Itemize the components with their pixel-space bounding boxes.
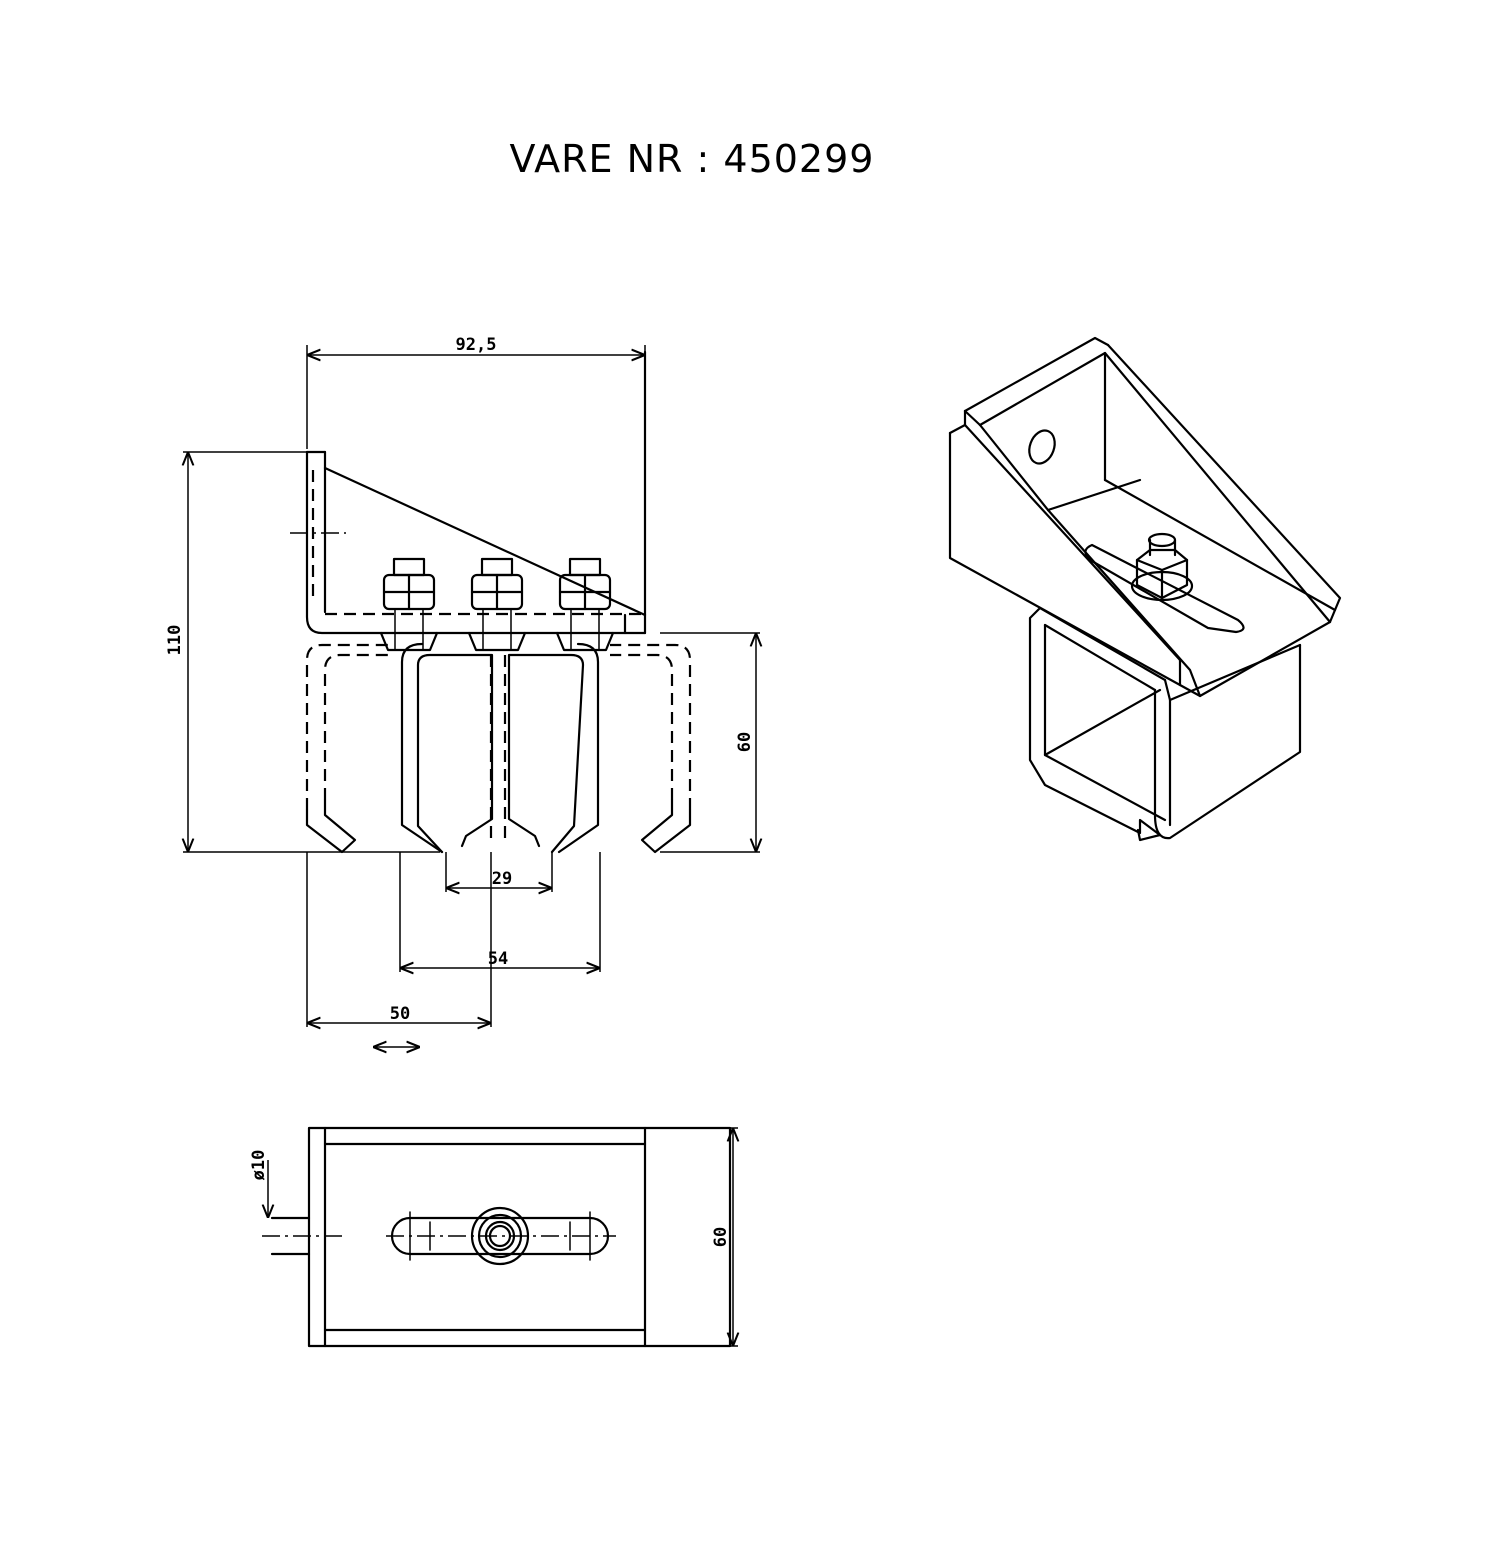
rail-profile-solid	[400, 642, 600, 854]
iso-rail	[1028, 606, 1302, 842]
bolt-nut-middle	[467, 557, 527, 652]
dimension-adjust: 50	[306, 852, 492, 1047]
bracket-plate	[290, 350, 647, 635]
label-92-5: 92,5	[456, 335, 497, 355]
dimension-rail-height: 60	[660, 632, 760, 853]
label-60-top: 60	[711, 1227, 731, 1247]
label-60-front: 60	[735, 732, 755, 752]
dimension-gap: 29	[445, 852, 553, 892]
label-dia-10: ø10	[249, 1150, 269, 1181]
adjustment-slot	[386, 1211, 616, 1261]
dimension-width: 92,5	[306, 335, 646, 449]
top-view: ø10 60	[249, 1126, 738, 1348]
dimension-rail-width: 54	[399, 852, 601, 972]
dimension-height: 110	[165, 451, 440, 853]
rail-profile-dashed	[305, 643, 692, 854]
bolt-nut-right	[555, 557, 615, 652]
nut-top-view	[470, 1206, 530, 1266]
label-54: 54	[488, 949, 508, 969]
label-110: 110	[165, 625, 185, 656]
front-view: 92,5 110 60 29 54 50	[165, 335, 760, 1047]
iso-bolt	[1130, 532, 1194, 602]
label-50: 50	[390, 1004, 410, 1024]
isometric-view	[948, 336, 1342, 842]
dimension-depth: 60	[711, 1127, 738, 1347]
drawing-title: VARE NR : 450299	[510, 137, 875, 181]
label-29: 29	[492, 869, 512, 889]
bolt-nut-left	[379, 557, 439, 652]
mounting-hole: ø10	[249, 1150, 345, 1256]
